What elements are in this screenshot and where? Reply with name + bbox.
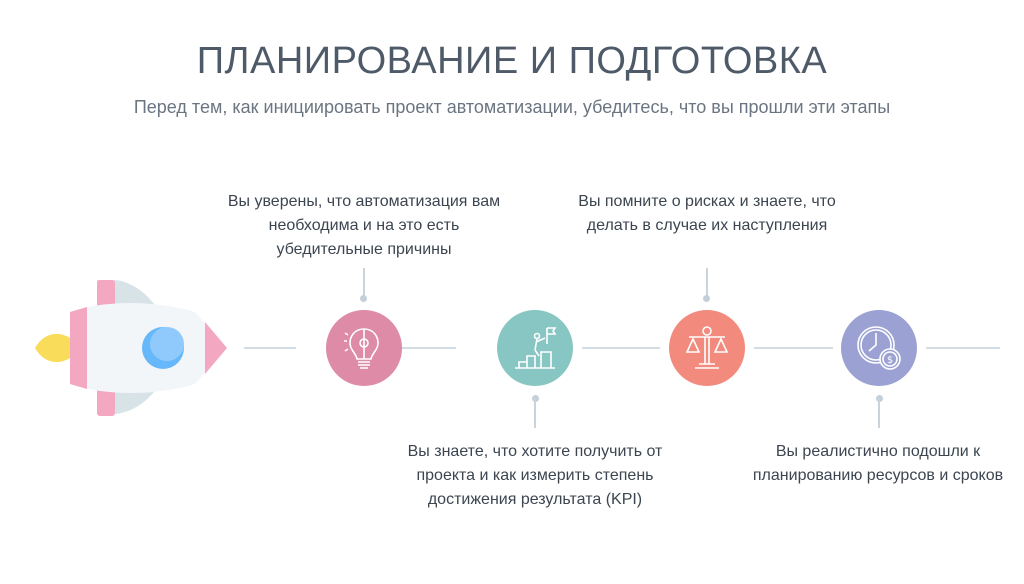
step-1-circle (326, 310, 402, 386)
step-3-pointer-dot (703, 295, 710, 302)
rocket-icon (35, 280, 227, 416)
lightbulb-gear-icon (344, 328, 379, 369)
svg-text:$: $ (887, 355, 893, 366)
page-subtitle: Перед тем, как инициировать проект автом… (133, 97, 891, 117)
climber-flag-icon (515, 327, 557, 369)
step-3-text: Вы помните о рисках и знаете, что делать… (578, 193, 836, 234)
scales-icon (685, 326, 729, 369)
step-3-circle (669, 310, 745, 386)
step-2-text: Вы знаете, что хотите получить от проект… (407, 443, 663, 508)
step-1-pointer-dot (360, 295, 367, 302)
connector-line (244, 347, 296, 349)
page-title: ПЛАНИРОВАНИЕ И ПОДГОТОВКА (196, 40, 828, 82)
step-3-pointer (706, 268, 708, 296)
step-4-text: Вы реалистично подошли к планированию ре… (752, 443, 1004, 484)
connector-line (926, 347, 1000, 349)
clock-dollar-icon: $ (857, 326, 901, 370)
step-4-circle: $ (841, 310, 917, 386)
connector-line (754, 347, 833, 349)
connector-line (383, 347, 456, 349)
connector-line (582, 347, 660, 349)
step-4-pointer (878, 398, 880, 428)
step-2-circle (497, 310, 573, 386)
step-1-pointer (363, 268, 365, 296)
step-1-text: Вы уверены, что автоматизация вам необхо… (227, 193, 501, 258)
step-2-pointer (534, 398, 536, 428)
